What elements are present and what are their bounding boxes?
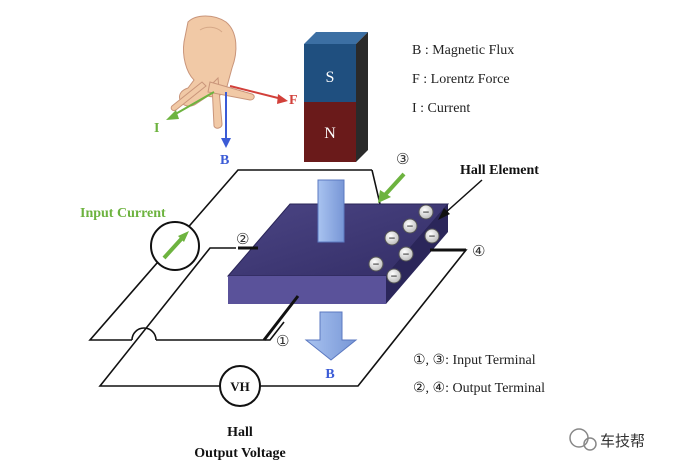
input-terminal-note: ①, ③: Input Terminal	[413, 353, 536, 368]
force-arrow	[229, 85, 288, 104]
magnet-north-label: N	[324, 125, 336, 142]
legend-magnetic-flux: B : Magnetic Flux	[412, 43, 514, 58]
terminal-4-label: ④	[472, 242, 485, 260]
electron	[424, 228, 440, 244]
hall-element-pointer	[438, 179, 483, 220]
magnet-south-label: S	[326, 69, 335, 86]
electron	[402, 218, 418, 234]
electron-sign: −	[373, 257, 380, 271]
output-terminal-note: ②, ④: Output Terminal	[413, 381, 545, 396]
hall-voltage-label-line2: Output Voltage	[194, 446, 285, 461]
terminal-1-label: ①	[276, 332, 289, 350]
flux-label-large: B	[325, 367, 334, 382]
flux-arrow-large	[304, 311, 358, 361]
current-label: I	[154, 121, 159, 136]
magnet-north-pole	[304, 102, 356, 162]
magnet-south-pole	[304, 44, 356, 102]
hall-element-label: Hall Element	[460, 163, 539, 178]
electron-sign: −	[391, 269, 398, 283]
electron	[384, 230, 400, 246]
legend-lorentz-force: F : Lorentz Force	[412, 72, 510, 87]
electrons: −−−−−−−	[368, 204, 440, 284]
electron	[386, 268, 402, 284]
hall-voltage-label-line1: Hall	[227, 425, 253, 440]
watermark-logo	[569, 428, 597, 451]
terminal-3-current-arrow	[378, 172, 406, 203]
terminal-1-contact	[262, 295, 300, 341]
electron-sign: −	[389, 231, 396, 245]
terminal-3-label: ③	[396, 150, 409, 168]
current-arrow	[166, 91, 215, 120]
electron-sign: −	[407, 219, 414, 233]
hand-illustration	[170, 15, 255, 129]
electron	[368, 256, 384, 272]
force-label: F	[289, 93, 298, 108]
input-current-label: Input Current	[80, 206, 166, 221]
legend-current: I : Current	[412, 101, 470, 116]
input-current-meter	[150, 221, 200, 271]
electron	[398, 246, 414, 262]
flux-arrow-small	[221, 92, 231, 148]
terminal-2-label: ②	[236, 230, 249, 248]
electron-sign: −	[423, 205, 430, 219]
flux-label-small: B	[220, 153, 229, 168]
electron-sign: −	[403, 247, 410, 261]
hall-voltmeter	[219, 365, 261, 407]
magnet	[304, 32, 368, 162]
voltmeter-label: VH	[230, 379, 250, 394]
flux-column	[317, 179, 345, 243]
electron	[418, 204, 434, 220]
watermark-text: 车技帮	[600, 432, 645, 450]
electron-sign: −	[429, 229, 436, 243]
